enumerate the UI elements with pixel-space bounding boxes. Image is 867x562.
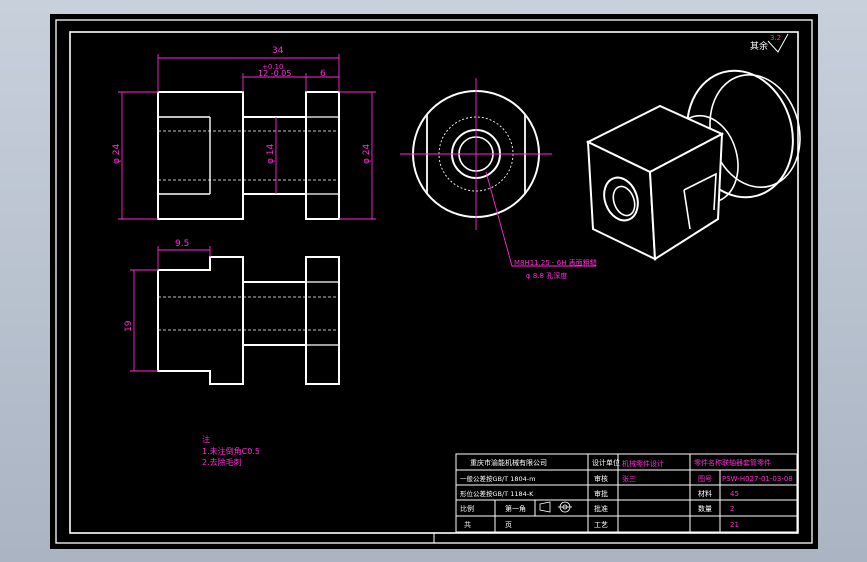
dim-tolerance-upper: +0.10 xyxy=(262,63,283,71)
drawing-sheet: 其余 3.2 34 +0.10 12 -0 xyxy=(50,14,818,549)
tb-r1-c4: 零件名称 xyxy=(694,458,722,467)
dim-slot-width: 12 -0.05 xyxy=(258,69,291,78)
tb-r4-c2: 第一角 xyxy=(505,504,526,513)
front-view xyxy=(157,91,340,220)
front-view-dimensions xyxy=(118,54,376,220)
dim-end-width: 6 xyxy=(320,69,326,79)
surface-roughness-icon xyxy=(767,33,789,53)
tb-r3-c5: 45 xyxy=(730,490,739,498)
tb-r5-c2: 页 xyxy=(505,521,512,529)
tb-r4-c6: 2 xyxy=(730,505,734,513)
engineering-drawing: 其余 3.2 34 +0.10 12 -0 xyxy=(55,19,813,544)
bottom-view xyxy=(157,256,340,385)
surface-mark-label: 其余 xyxy=(750,40,768,52)
bottom-view-hidden-lines xyxy=(158,296,339,331)
side-view: M8H11.25 - 6H 表面粗糙 φ 8.8 孔深度 xyxy=(400,78,597,280)
dim-mid-diameter: φ 14 xyxy=(266,143,276,164)
dim-left-diameter: φ 24 xyxy=(112,143,122,164)
leader-line xyxy=(485,171,596,267)
dim-offset-width: 9.5 xyxy=(175,239,189,249)
tb-r2-c3: 张三 xyxy=(622,474,636,483)
leader-note-thread: M8H11.25 - 6H 表面粗糙 xyxy=(514,258,597,267)
tb-r4-c5: 数量 xyxy=(698,504,712,513)
tb-r3-c1: 形位公差按GB/T 1184-K xyxy=(460,489,534,498)
bottom-view-dimensions xyxy=(130,246,211,372)
front-view-hidden-lines xyxy=(158,130,339,181)
tb-r1-c5: 联轴器套筒零件 xyxy=(722,458,771,467)
dim-height: 19 xyxy=(124,320,134,332)
tb-r5-c4: 工艺 xyxy=(594,521,608,529)
projection-symbol-icon xyxy=(539,501,572,513)
tb-r1-c3: 机械零件设计 xyxy=(622,459,664,468)
dim-overall-length: 34 xyxy=(272,46,284,56)
tb-r5-c1: 共 xyxy=(464,520,471,529)
tb-r2-c5: PSW-H027-01-03-08 xyxy=(722,475,793,483)
leader-note-depth: φ 8.8 孔深度 xyxy=(526,271,567,280)
notes-line-1: 1.未注倒角C0.5 xyxy=(202,446,260,456)
tb-company: 重庆市渝能机械有限公司 xyxy=(470,458,547,467)
tb-r3-c4: 材料 xyxy=(698,489,712,498)
tb-r4-c1: 比例 xyxy=(460,504,474,513)
tb-r4-c4: 批准 xyxy=(594,504,608,513)
dim-right-diameter: φ 24 xyxy=(362,143,372,164)
technical-notes: 注 1.未注倒角C0.5 2.去除毛刺 xyxy=(202,434,260,467)
title-block: 重庆市渝能机械有限公司 设计单位 机械零件设计 零件名称 联轴器套筒零件 一般公… xyxy=(455,453,798,533)
tb-r2-c4: 图号 xyxy=(698,475,712,483)
notes-title: 注 xyxy=(202,434,210,444)
tb-r1-c2: 设计单位 xyxy=(592,458,620,467)
tb-r2-c1: 一般公差按GB/T 1804-m xyxy=(460,474,535,483)
tb-r2-c2: 审核 xyxy=(594,474,608,483)
notes-line-2: 2.去除毛刺 xyxy=(202,457,242,467)
tb-r5-c5: 21 xyxy=(730,521,739,529)
isometric-view xyxy=(585,69,801,261)
surface-mark-value: 3.2 xyxy=(770,34,781,42)
tb-r3-c2: 审批 xyxy=(594,489,608,498)
